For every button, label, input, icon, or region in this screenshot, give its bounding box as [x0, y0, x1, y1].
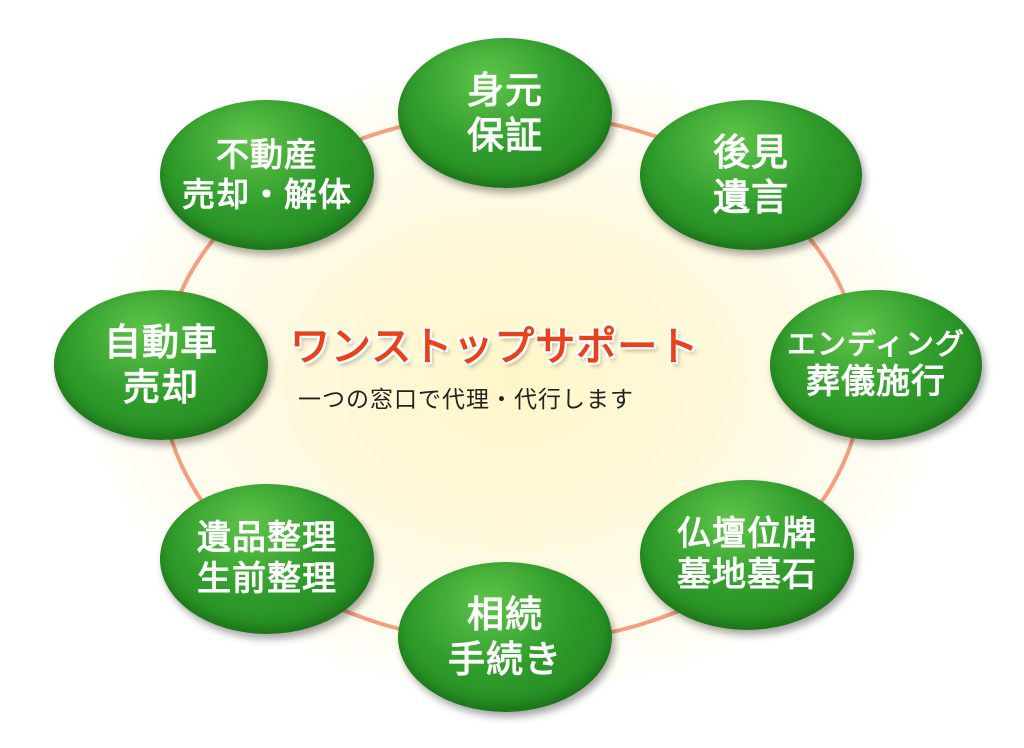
node-line: 自動車 — [104, 320, 218, 364]
node-butsudan-bochi: 仏壇位牌 墓地墓石 — [640, 480, 854, 630]
node-line: 売却 — [123, 366, 199, 409]
node-souzoku-tetsuzuki: 相続 手続き — [398, 562, 612, 712]
node-line: 遺品整理 — [197, 517, 337, 558]
node-line: 遺言 — [713, 176, 789, 219]
center-subtitle: 一つの窓口で代理・代行します — [298, 387, 634, 413]
center-title: ワンストップサポート — [290, 324, 700, 370]
node-fudousan-baikyaku: 不動産 売却・解体 — [160, 100, 374, 250]
node-line: 墓地墓石 — [677, 555, 817, 595]
node-line: 後見 — [713, 130, 789, 174]
node-line: 仏壇位牌 — [677, 513, 817, 554]
node-line: 不動産 — [216, 134, 318, 174]
node-mimoto-hosho: 身元 保証 — [398, 38, 612, 188]
node-ending-sougi: エンディング 葬儀施行 — [770, 290, 982, 440]
node-line: 手続き — [448, 638, 562, 681]
node-jidousha-baikyaku: 自動車 売却 — [54, 290, 268, 440]
node-line: 生前整理 — [197, 559, 337, 599]
node-line: 保証 — [467, 114, 543, 157]
center-label: ワンストップサポート 一つの窓口で代理・代行します — [290, 314, 770, 414]
node-line: 相続 — [467, 592, 543, 636]
node-ihin-seizen: 遺品整理 生前整理 — [160, 484, 374, 634]
node-line: 葬儀施行 — [806, 361, 946, 402]
node-line: 売却・解体 — [182, 175, 352, 214]
node-line: エンディング — [787, 326, 965, 361]
node-kouken-yuigon: 後見 遺言 — [640, 100, 862, 250]
node-line: 身元 — [467, 68, 543, 112]
